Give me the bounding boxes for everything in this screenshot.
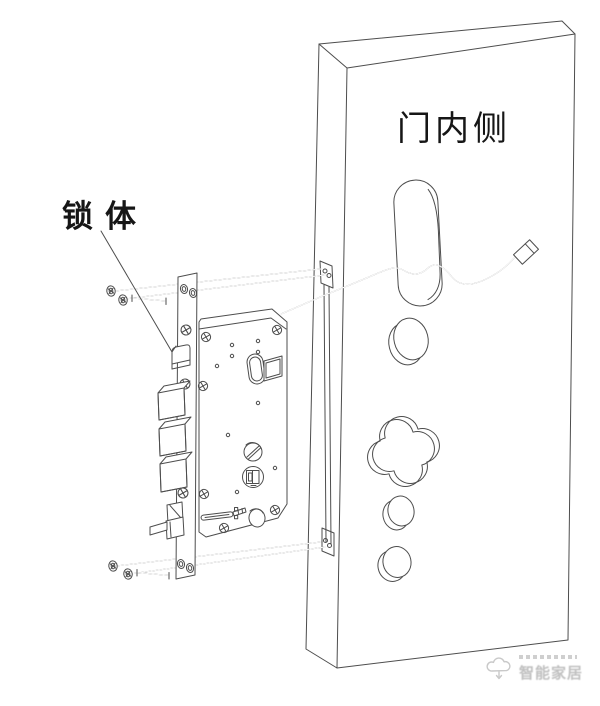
- cable: [280, 256, 516, 315]
- square-hole: [263, 355, 283, 382]
- case-round-hole: [248, 508, 266, 528]
- watermark-tagline: [519, 655, 577, 659]
- lock-case: [196, 308, 288, 538]
- screw-hole-cutouts: [377, 495, 415, 582]
- leader-line: [100, 230, 173, 353]
- adjust-slot: [200, 511, 234, 521]
- watermark: 智能家居: [484, 654, 583, 684]
- mortise-recess: [319, 260, 335, 557]
- connecting-rods: [114, 268, 326, 580]
- handle-cutout: [393, 179, 443, 307]
- deadbolt-1: [157, 380, 191, 421]
- deadbolt-2: [158, 416, 192, 457]
- deadbolt-3: [159, 451, 193, 493]
- lock-cylinder-cam: [242, 466, 264, 488]
- small-holes: [214, 338, 278, 520]
- spindle-hole: [246, 353, 266, 385]
- mounting-screws: [106, 285, 133, 580]
- door-panel: [305, 20, 576, 669]
- center-screw: [243, 442, 263, 462]
- cloud-icon: [486, 657, 511, 680]
- watermark-text: 智能家居: [519, 665, 584, 682]
- latch-bolt: [149, 501, 185, 540]
- guard-bolt: [171, 344, 191, 370]
- lock-body-label: 锁体: [62, 199, 148, 234]
- cable-connector: [513, 239, 539, 265]
- cylinder-hole-cutout: [388, 317, 429, 366]
- door-inner-side-label: 门内侧: [397, 110, 511, 148]
